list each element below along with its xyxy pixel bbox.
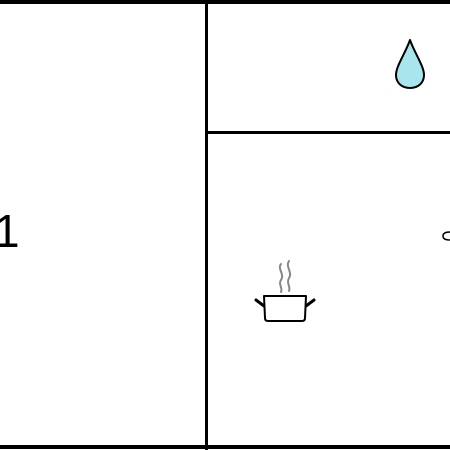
step-number-label: 1 [0,205,20,257]
partial-icon [442,231,450,241]
top-border [0,0,450,4]
steaming-pot-icon [254,260,316,322]
water-drop-icon [395,39,425,89]
horizontal-divider [205,131,450,134]
vertical-divider [205,0,208,450]
bottom-border [0,445,450,449]
